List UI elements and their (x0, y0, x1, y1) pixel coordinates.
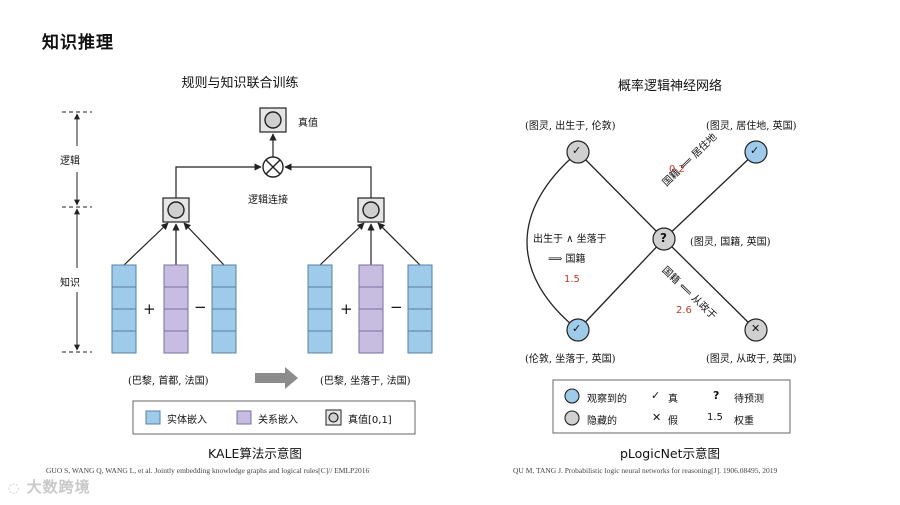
right-triple-truth-node (357, 197, 385, 223)
legend-weight-label: 权重 (734, 416, 754, 427)
right-head-entity-embedding (307, 264, 333, 354)
side-dimension-lines (62, 111, 92, 353)
transition-arrow (255, 367, 298, 389)
legend-predict-label: 待预测 (734, 394, 764, 405)
observed-legend-swatch (564, 388, 580, 404)
legend-hidden-label: 隐藏的 (587, 416, 617, 427)
kale-caption: KALE算法示意图 (208, 446, 302, 461)
plogic-citation: QU M, TANG J. Probabilistic logic neural… (513, 466, 778, 475)
legend-weight-value: 1.5 (707, 412, 723, 423)
rule-left-weight: 1.5 (564, 274, 580, 285)
rule-lower-weight: 2.6 (676, 305, 692, 316)
truth-swatch-icon (325, 409, 342, 426)
minus-operator-right: − (390, 298, 403, 316)
left-tail-entity-embedding (211, 264, 237, 354)
logic-connective-node (262, 156, 284, 178)
plogic-legend-box (552, 379, 791, 434)
left-triple-truth-node (162, 197, 190, 223)
triple-right: (巴黎, 坐落于, 法国) (320, 376, 411, 387)
rule-left-line2: ⟹ 国籍 (548, 254, 586, 265)
node-label-top-right: (图灵, 居住地, 英国) (706, 121, 797, 132)
check-icon: ✓ (572, 322, 582, 335)
triple-left: (巴黎, 首都, 法国) (128, 376, 209, 387)
watermark-icon: ◌ (8, 481, 21, 496)
truth-label: 真值 (298, 118, 318, 129)
slide-title: 知识推理 (42, 33, 114, 53)
kale-citation: GUO S, WANG Q, WANG L, et al. Jointly em… (46, 466, 370, 475)
plogic-caption: pLogicNet示意图 (619, 446, 721, 461)
left-relation-embedding (163, 264, 189, 354)
node-label-top-left: (图灵, 出生于, 伦敦) (525, 121, 616, 132)
rule-upper-weight: 0.2 (669, 164, 685, 175)
node-label-bottom-right: (图灵, 从政于, 英国) (706, 354, 797, 365)
relation-swatch (236, 410, 252, 425)
check-icon: ✓ (572, 144, 582, 157)
plogic-edges (526, 151, 757, 331)
plus-operator-right: + (340, 300, 353, 318)
hidden-legend-swatch (564, 410, 580, 426)
check-icon: ✓ (750, 144, 760, 157)
right-relation-embedding (358, 264, 384, 354)
legend-false-label: 假 (668, 416, 678, 427)
knowledge-side-label: 知识 (60, 278, 80, 289)
plus-operator-left: + (143, 300, 156, 318)
watermark-text: 大数跨境 (26, 478, 91, 496)
legend-true-label: 真 (668, 394, 678, 405)
right-tail-entity-embedding (407, 264, 433, 354)
node-label-bottom-left: (伦敦, 坐落于, 英国) (525, 354, 616, 365)
cross-icon: ✕ (751, 322, 761, 335)
plogic-node-circles (566, 140, 768, 342)
entity-swatch (145, 410, 161, 425)
check-icon: ✓ (651, 389, 661, 402)
minus-operator-left: − (194, 298, 207, 316)
kale-title: 规则与知识联合训练 (181, 76, 299, 91)
logic-side-label: 逻辑 (60, 156, 80, 167)
connective-label: 逻辑连接 (248, 195, 288, 206)
watermark-logo: ◌ 大数跨境 (8, 476, 91, 497)
kale-legend-box (132, 400, 416, 435)
legend-truth-label: 真值[0,1] (348, 415, 392, 426)
question-icon: ? (713, 389, 720, 402)
legend-observed-label: 观察到的 (587, 394, 627, 405)
rule-left-line1: 出生于 ∧ 坐落于 (533, 234, 607, 245)
question-icon: ? (660, 231, 667, 245)
truth-value-node (259, 107, 287, 133)
legend-entity-label: 实体嵌入 (167, 415, 207, 426)
left-head-entity-embedding (111, 264, 137, 354)
legend-relation-label: 关系嵌入 (258, 415, 298, 426)
plogic-title: 概率逻辑神经网络 (617, 79, 722, 94)
cross-icon: ✕ (652, 411, 662, 424)
node-label-middle: (图灵, 国籍, 英国) (690, 237, 771, 248)
